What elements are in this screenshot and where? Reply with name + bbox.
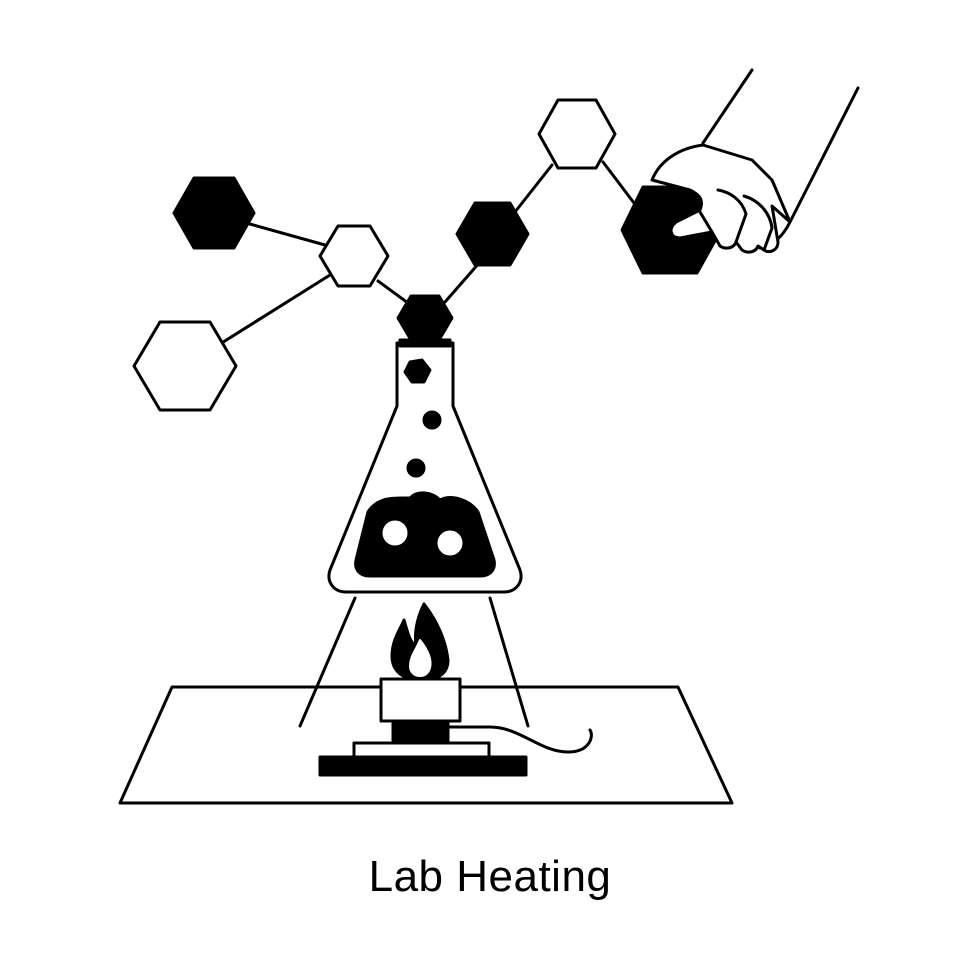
rising-bubble [403,358,432,384]
rising-bubble [422,410,442,430]
flask-liquid [354,491,496,578]
hand-icon [650,68,860,254]
stand-cone [298,596,530,728]
flask-rim [398,338,452,348]
molecule-node-white-top-right [537,98,617,170]
molecule-node-black-top [396,294,454,342]
molecule-node-white-center [318,224,390,288]
burner-icon [318,602,593,777]
molecule-node-white-large [132,320,238,412]
liquid-bubble [382,520,408,546]
caption-title: Lab Heating [368,852,612,901]
molecule-node-black-left [172,176,256,250]
molecule-node-black-mid [455,201,530,267]
liquid-bubble [437,530,463,556]
flask-icon [327,338,523,594]
rising-bubble [406,458,426,478]
